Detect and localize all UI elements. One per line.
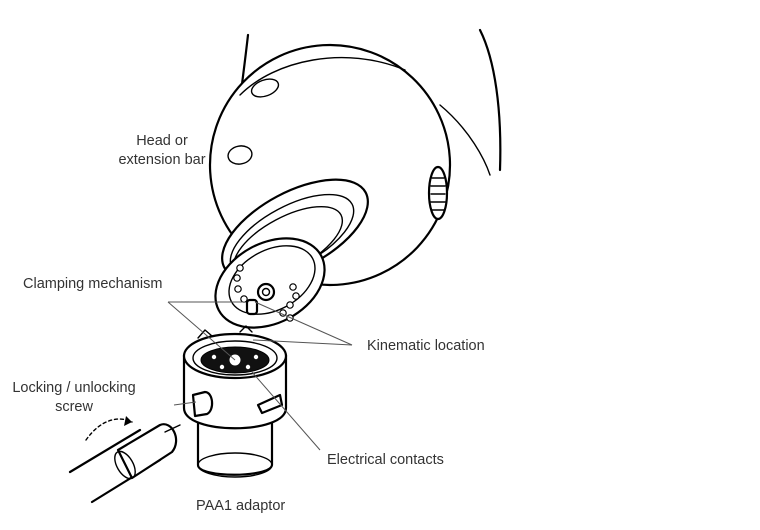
leader-lines [167, 301, 353, 451]
head-body [208, 28, 502, 329]
label-head: Head or extension bar [92, 132, 232, 170]
label-electrical: Electrical contacts [327, 452, 444, 468]
label-locking-line2: screw [55, 399, 93, 415]
label-head-line1: Head or [136, 133, 188, 149]
label-clamping: Clamping mechanism [23, 276, 163, 292]
label-adaptor: PAA1 adaptor [196, 498, 286, 514]
label-kinematic: Kinematic location [367, 338, 485, 354]
locking-tool [68, 416, 181, 504]
label-head-line2: extension bar [118, 152, 206, 168]
adaptor-body [182, 325, 288, 478]
label-locking-line1: Locking / unlocking [12, 380, 136, 396]
label-locking: Locking / unlocking screw [4, 379, 144, 417]
